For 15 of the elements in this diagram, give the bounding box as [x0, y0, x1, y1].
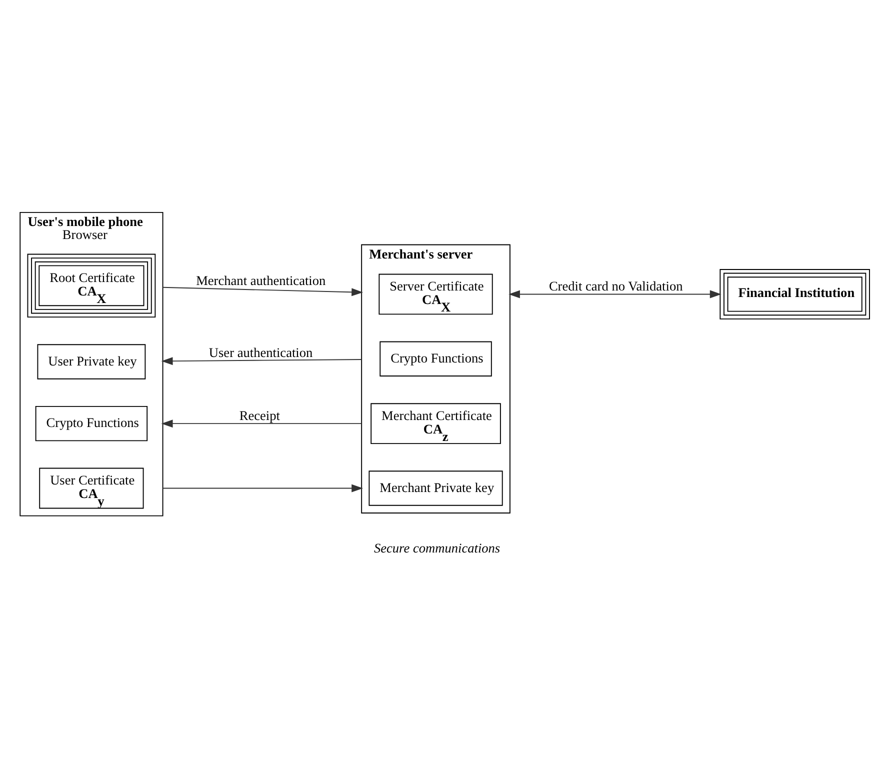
- arrow: [162, 286, 364, 296]
- edge-label: Receipt: [239, 407, 280, 422]
- arrow: [508, 290, 722, 298]
- node-box: Crypto Functions: [380, 340, 492, 376]
- edge-label: User authentication: [208, 344, 313, 360]
- node-box: Crypto Functions: [35, 405, 148, 441]
- node-box: User Private key: [37, 344, 146, 379]
- arrow: [161, 419, 362, 428]
- arrow: [161, 356, 362, 365]
- arrow: [162, 484, 364, 492]
- label: Secure communications: [374, 540, 500, 556]
- edge-label: Merchant authentication: [196, 272, 326, 288]
- edge-label: Credit card no Validation: [548, 278, 683, 294]
- node-box: Merchant Private key: [368, 470, 503, 506]
- node-box: Financial Institution: [720, 268, 870, 319]
